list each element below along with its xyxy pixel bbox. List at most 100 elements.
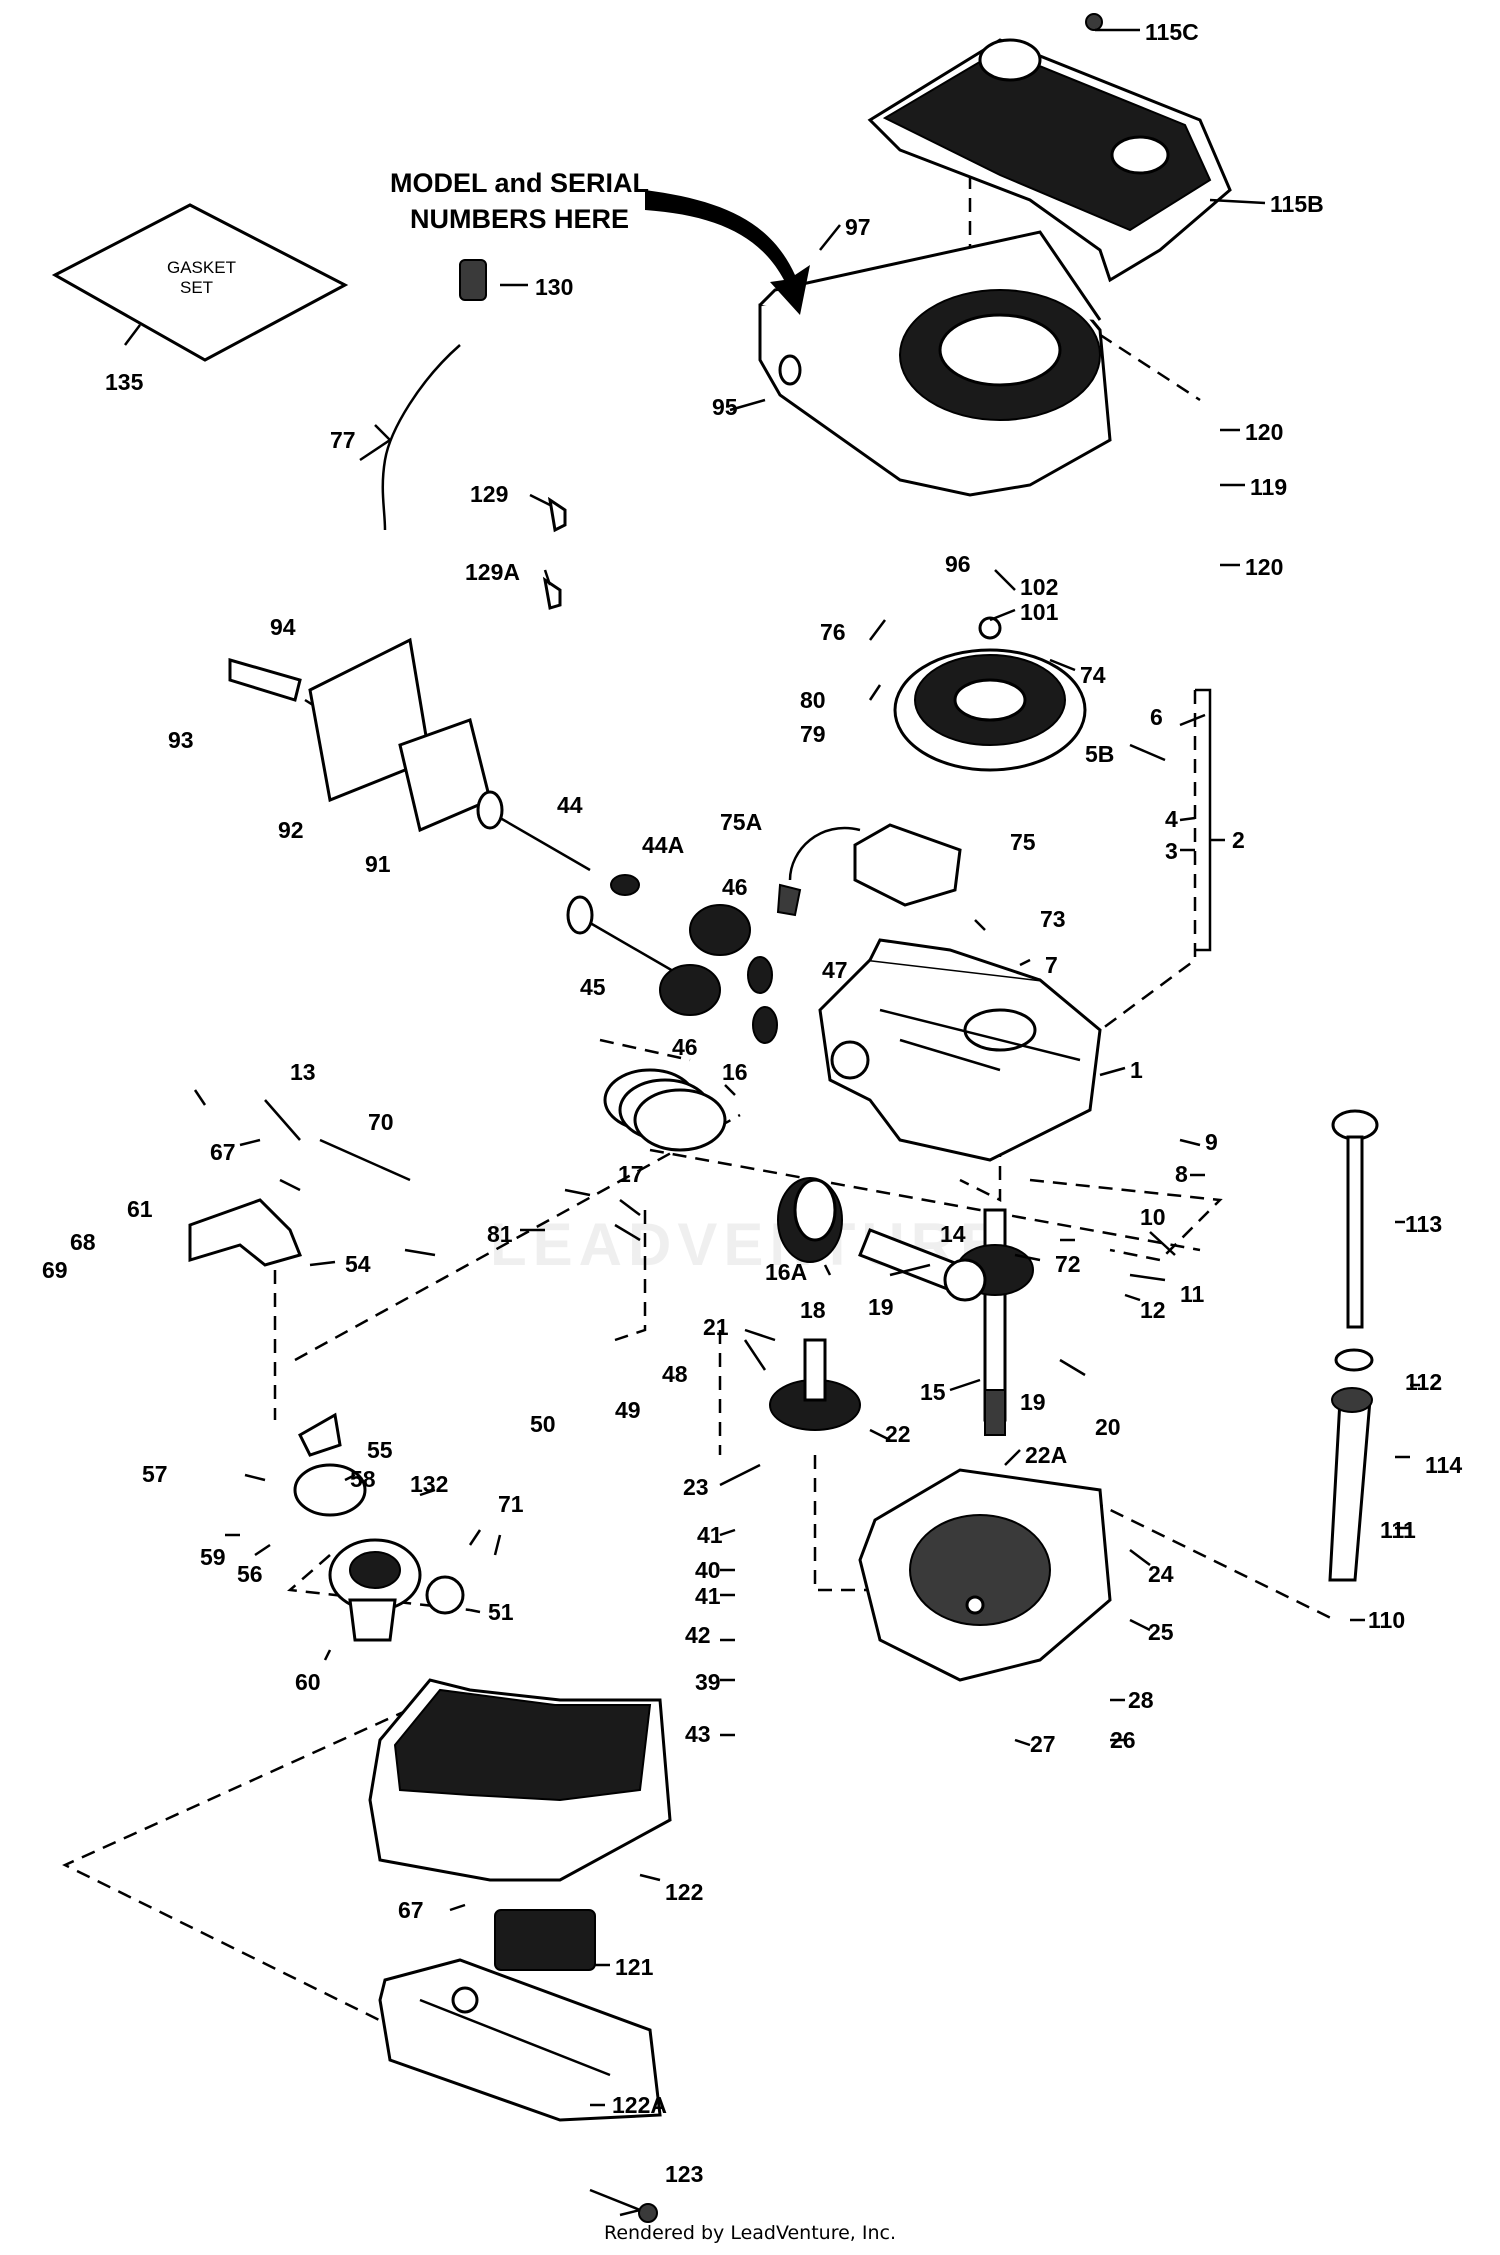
label-113: 113 bbox=[1405, 1211, 1442, 1237]
label-22: 22 bbox=[885, 1421, 911, 1447]
label-123: 123 bbox=[665, 2161, 703, 2187]
air-filter-cover bbox=[368, 1678, 672, 1882]
label-80: 80 bbox=[800, 687, 826, 713]
label-9: 9 bbox=[1205, 1129, 1218, 1155]
label-67-top: 67 bbox=[210, 1139, 236, 1165]
label-130: 130 bbox=[535, 274, 573, 300]
label-27: 27 bbox=[1030, 1731, 1056, 1757]
label-71: 71 bbox=[498, 1491, 524, 1517]
label-120-top: 120 bbox=[1245, 419, 1283, 445]
label-46-bottom: 46 bbox=[672, 1034, 698, 1060]
bolt-123 bbox=[589, 2188, 658, 2223]
label-15: 15 bbox=[920, 1379, 946, 1405]
label-92: 92 bbox=[278, 817, 304, 843]
label-12: 12 bbox=[1140, 1297, 1166, 1323]
label-74: 74 bbox=[1080, 662, 1106, 688]
label-10: 10 bbox=[1140, 1204, 1166, 1230]
label-122: 122 bbox=[665, 1879, 703, 1905]
label-94: 94 bbox=[270, 614, 296, 640]
label-120-bottom: 120 bbox=[1245, 554, 1283, 580]
label-20: 20 bbox=[1095, 1414, 1121, 1440]
label-56: 56 bbox=[237, 1561, 263, 1587]
leader-lines bbox=[124, 28, 1420, 2217]
sump-base bbox=[858, 1468, 1112, 1682]
label-60: 60 bbox=[295, 1669, 321, 1695]
label-122a: 122A bbox=[612, 2092, 667, 2118]
label-19-rod: 19 bbox=[868, 1294, 894, 1320]
label-16: 16 bbox=[722, 1059, 748, 1085]
label-6: 6 bbox=[1150, 704, 1163, 730]
label-121: 121 bbox=[615, 1954, 654, 1980]
label-55: 55 bbox=[367, 1437, 393, 1463]
callout-line2: NUMBERS HERE bbox=[410, 204, 629, 234]
label-61: 61 bbox=[127, 1196, 153, 1222]
label-102: 102 bbox=[1020, 574, 1058, 600]
label-68: 68 bbox=[70, 1229, 96, 1255]
label-115c: 115C bbox=[1145, 19, 1199, 45]
label-96: 96 bbox=[945, 551, 971, 577]
label-41-bottom: 41 bbox=[695, 1583, 721, 1609]
label-46-top: 46 bbox=[722, 874, 748, 900]
model-serial-callout: MODEL and SERIAL NUMBERS HERE bbox=[390, 168, 810, 315]
label-13: 13 bbox=[290, 1059, 316, 1085]
label-119: 119 bbox=[1250, 474, 1287, 500]
label-42: 42 bbox=[685, 1622, 711, 1648]
label-16a: 16A bbox=[765, 1259, 807, 1285]
label-48: 48 bbox=[662, 1361, 688, 1387]
label-14: 14 bbox=[940, 1221, 966, 1247]
dipstick bbox=[1328, 1109, 1379, 1582]
gasket-set-line2: SET bbox=[180, 278, 213, 297]
muffler-assembly bbox=[228, 637, 492, 833]
label-28: 28 bbox=[1128, 1687, 1154, 1713]
label-22a: 22A bbox=[1025, 1442, 1067, 1468]
label-21: 21 bbox=[703, 1314, 729, 1340]
label-72: 72 bbox=[1055, 1251, 1081, 1277]
wire-and-clips bbox=[381, 259, 567, 610]
crankshaft bbox=[956, 1208, 1034, 1436]
label-41-top: 41 bbox=[697, 1522, 723, 1548]
valve-springs bbox=[659, 904, 778, 1044]
label-75: 75 bbox=[1010, 829, 1036, 855]
label-50: 50 bbox=[530, 1411, 556, 1437]
footer-credit: Rendered by LeadVenture, Inc. bbox=[603, 2222, 897, 2244]
ignition-coil bbox=[776, 823, 962, 917]
label-81: 81 bbox=[487, 1221, 513, 1247]
label-110: 110 bbox=[1368, 1607, 1405, 1633]
label-26: 26 bbox=[1110, 1727, 1136, 1753]
label-132: 132 bbox=[410, 1471, 448, 1497]
governor-linkage bbox=[188, 1099, 411, 1267]
label-8: 8 bbox=[1175, 1161, 1188, 1187]
part-labels: 115C 115B 97 135 130 95 120 119 120 77 1… bbox=[42, 19, 1462, 2187]
label-23: 23 bbox=[683, 1474, 709, 1500]
label-58: 58 bbox=[350, 1466, 376, 1492]
label-11: 11 bbox=[1180, 1281, 1205, 1307]
label-43: 43 bbox=[685, 1721, 711, 1747]
label-4: 4 bbox=[1165, 806, 1178, 832]
label-40: 40 bbox=[695, 1557, 721, 1583]
label-17: 17 bbox=[618, 1161, 644, 1187]
label-101: 101 bbox=[1020, 599, 1059, 625]
carburetor bbox=[293, 1412, 465, 1642]
label-24: 24 bbox=[1148, 1561, 1174, 1587]
label-97: 97 bbox=[845, 214, 871, 240]
air-filter-element bbox=[494, 1909, 596, 1971]
label-73: 73 bbox=[1040, 906, 1066, 932]
cam-gear bbox=[769, 1338, 861, 1431]
air-filter-base bbox=[378, 1958, 662, 2122]
label-67-bottom: 67 bbox=[398, 1897, 424, 1923]
label-114: 114 bbox=[1425, 1452, 1462, 1478]
label-51: 51 bbox=[488, 1599, 514, 1625]
piston-and-rings bbox=[603, 1068, 843, 1263]
label-79: 79 bbox=[800, 721, 826, 747]
screw-115c bbox=[1085, 13, 1103, 31]
label-3: 3 bbox=[1165, 838, 1178, 864]
flywheel bbox=[893, 616, 1087, 772]
label-57: 57 bbox=[142, 1461, 168, 1487]
label-7: 7 bbox=[1045, 952, 1058, 978]
label-135: 135 bbox=[105, 369, 144, 395]
label-70: 70 bbox=[368, 1109, 394, 1135]
label-54: 54 bbox=[345, 1251, 371, 1277]
label-44a: 44A bbox=[642, 832, 684, 858]
label-77: 77 bbox=[330, 427, 356, 453]
connecting-rod bbox=[858, 1228, 987, 1302]
